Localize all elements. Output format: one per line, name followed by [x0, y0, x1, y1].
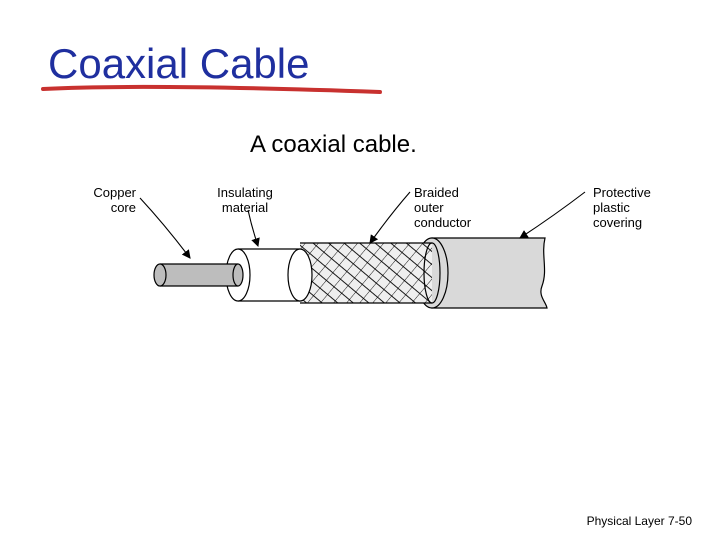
arrow-protective-covering	[519, 191, 586, 239]
title-underline-stroke	[41, 84, 382, 94]
label-insulating-material: Insulating material	[217, 185, 273, 215]
covering-body	[431, 237, 548, 309]
label-protective-plastic-covering: Protective plastic covering	[593, 185, 651, 230]
figure-caption: A coaxial cable.	[250, 131, 417, 158]
arrow-insulating-material	[247, 209, 260, 248]
label-braided-outer-conductor: Braided outer conductor	[414, 185, 472, 230]
copper-core	[153, 263, 244, 287]
slide-title: Coaxial Cable	[48, 40, 310, 87]
core-end-cap	[232, 263, 244, 287]
core-face	[153, 263, 167, 287]
slide-footer: Physical Layer 7-50	[586, 514, 692, 528]
arrow-copper-core	[139, 197, 191, 259]
insulation-face-outer	[287, 248, 313, 302]
core-body	[160, 264, 238, 286]
braid-face	[423, 242, 441, 304]
braided-outer-conductor	[300, 242, 441, 304]
braid-mesh	[300, 243, 432, 303]
protective-covering	[415, 237, 548, 309]
leader-arrows	[139, 191, 586, 259]
arrow-braided-conductor	[369, 191, 411, 244]
title-underline	[41, 84, 382, 94]
label-copper-core: Copper core	[93, 185, 136, 215]
